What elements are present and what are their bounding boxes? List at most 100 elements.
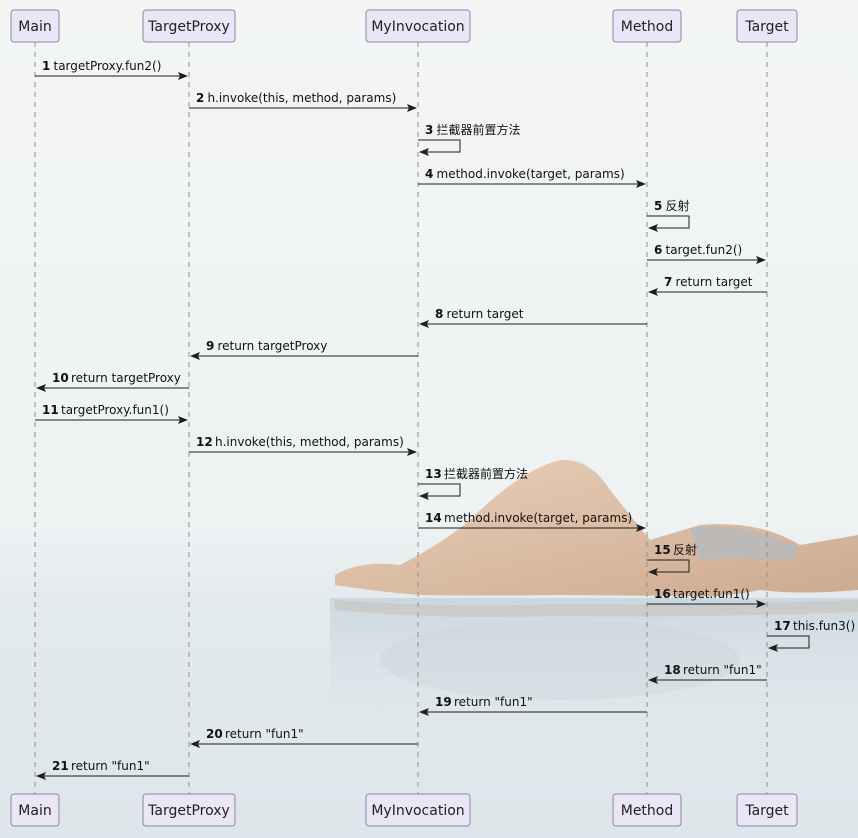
message-number: 4 <box>425 167 433 181</box>
arrow-head <box>419 708 429 716</box>
participant-label: Target <box>744 19 789 35</box>
arrow-head <box>36 384 46 392</box>
message-number: 17 <box>774 619 791 633</box>
self-arrow <box>767 635 810 649</box>
arrow-head <box>419 492 429 500</box>
message-label: method.invoke(target, params) <box>437 167 625 181</box>
arrow-head <box>407 104 417 112</box>
message-number: 8 <box>435 307 443 321</box>
message-label: return targetProxy <box>71 371 181 385</box>
arrow-head <box>407 448 417 456</box>
message-number: 16 <box>654 587 671 601</box>
arrow-head <box>756 256 766 264</box>
participant-myinvocation-top: MyInvocation <box>365 9 471 43</box>
message-number: 2 <box>196 91 204 105</box>
arrow-head <box>419 320 429 328</box>
message-number: 9 <box>206 339 214 353</box>
message-1: 1 targetProxy.fun2() <box>35 59 188 80</box>
message-number: 3 <box>425 123 433 137</box>
arrow-head <box>636 180 646 188</box>
message-label: 拦截器前置方法 <box>437 122 521 137</box>
arrow-head <box>419 148 429 156</box>
message-label: targetProxy.fun2() <box>54 59 162 73</box>
message-label: h.invoke(this, method, params) <box>215 435 404 449</box>
message-number: 21 <box>52 759 69 773</box>
message-7: 7 return target <box>648 275 767 296</box>
message-label: target.fun2() <box>666 243 743 257</box>
arrow-head <box>178 72 188 80</box>
message-number: 12 <box>196 435 213 449</box>
self-arrow <box>418 139 461 153</box>
message-number: 1 <box>42 59 50 73</box>
message-label: return target <box>676 275 753 289</box>
arrow-head <box>648 568 658 576</box>
message-label: method.invoke(target, params) <box>444 511 632 525</box>
message-label: return "fun1" <box>683 663 762 677</box>
arrow-head <box>648 676 658 684</box>
participant-label: Main <box>18 19 51 35</box>
participant-method-bottom: Method <box>612 793 682 827</box>
message-number: 14 <box>425 511 442 525</box>
participant-method-top: Method <box>612 9 682 43</box>
message-number: 19 <box>435 695 452 709</box>
participant-label: Target <box>744 803 789 819</box>
self-arrow <box>647 559 690 573</box>
message-6: 6 target.fun2() <box>647 243 766 264</box>
message-2: 2 h.invoke(this, method, params) <box>189 91 417 112</box>
message-label: 反射 <box>666 198 690 213</box>
message-number: 13 <box>425 467 442 481</box>
message-label: return target <box>447 307 524 321</box>
arrow-head <box>636 524 646 532</box>
participant-label: MyInvocation <box>371 19 464 35</box>
self-arrow <box>418 483 461 497</box>
participant-main-bottom: Main <box>10 793 60 827</box>
message-number: 7 <box>664 275 672 289</box>
arrow-head <box>768 644 778 652</box>
arrow-head <box>756 600 766 608</box>
arrow-head <box>190 352 200 360</box>
message-label: return "fun1" <box>225 727 304 741</box>
participant-label: Method <box>621 19 674 35</box>
participant-targetproxy-bottom: TargetProxy <box>142 793 236 827</box>
message-label: 反射 <box>673 542 697 557</box>
message-number: 20 <box>206 727 223 741</box>
message-label: target.fun1() <box>673 587 750 601</box>
self-arrow <box>647 215 690 229</box>
message-label: targetProxy.fun1() <box>61 403 169 417</box>
message-number: 10 <box>52 371 69 385</box>
participant-targetproxy-top: TargetProxy <box>142 9 236 43</box>
participant-myinvocation-bottom: MyInvocation <box>365 793 471 827</box>
message-number: 6 <box>654 243 662 257</box>
participant-label: Method <box>621 803 674 819</box>
message-label: 拦截器前置方法 <box>444 466 528 481</box>
arrow-head <box>648 224 658 232</box>
participant-label: TargetProxy <box>147 803 230 819</box>
arrow-head <box>648 288 658 296</box>
arrow-head <box>190 740 200 748</box>
participant-target-top: Target <box>736 9 798 43</box>
participant-label: MyInvocation <box>371 803 464 819</box>
arrow-head <box>178 416 188 424</box>
message-label: h.invoke(this, method, params) <box>208 91 397 105</box>
participant-main-top: Main <box>10 9 60 43</box>
message-number: 11 <box>42 403 59 417</box>
message-number: 18 <box>664 663 681 677</box>
participant-label: TargetProxy <box>147 19 230 35</box>
participant-target-bottom: Target <box>736 793 798 827</box>
message-number: 15 <box>654 543 671 557</box>
